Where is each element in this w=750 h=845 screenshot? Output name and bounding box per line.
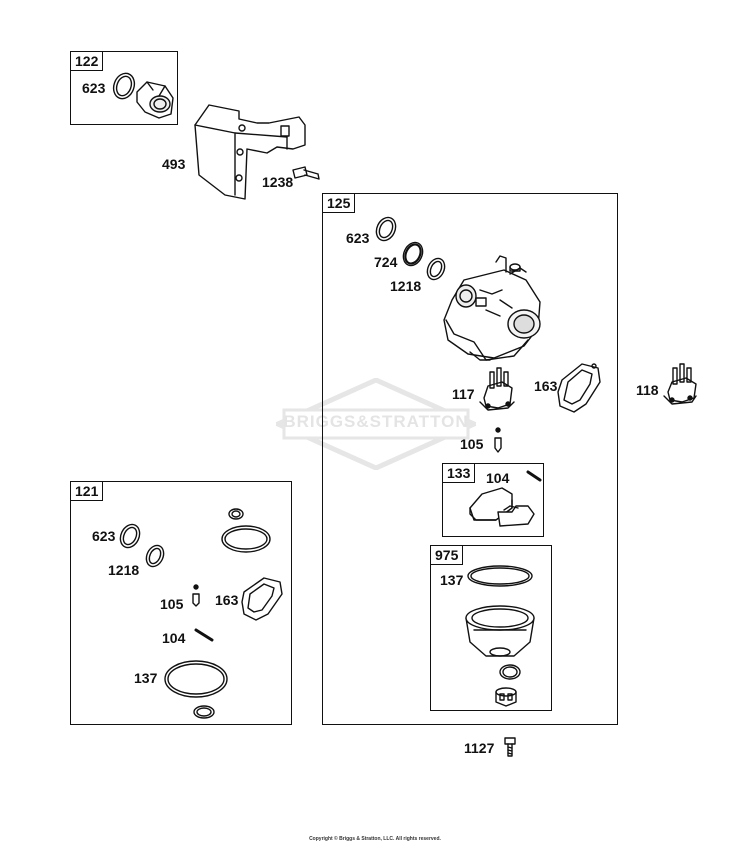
spacer-ring-icon [402, 241, 424, 267]
part-label-1238: 1238 [262, 174, 294, 190]
part-label-104: 104 [486, 470, 510, 486]
part-label-163: 163 [534, 378, 558, 394]
kit-box-121: 121 [70, 481, 292, 725]
part-label-623: 623 [346, 230, 370, 246]
part-label-104: 104 [162, 630, 186, 646]
part-label-137: 137 [440, 572, 464, 588]
kit-box-125: 125 [322, 193, 618, 725]
watermark-logo: BRIGGS&STRATTON [271, 377, 481, 471]
float-icon [469, 487, 535, 527]
kit-number-tag: 122 [70, 51, 104, 71]
bowl-o-ring-icon [467, 565, 533, 587]
gasket-ring-icon [145, 544, 165, 568]
gasket-ring-icon [426, 257, 446, 281]
kit-number-tag: 133 [442, 463, 476, 483]
pin-icon [526, 470, 542, 482]
o-ring-icon [119, 523, 141, 549]
intake-elbow-icon [136, 81, 174, 119]
kit-number-tag: 125 [322, 193, 356, 213]
kit-box-975: 975 [430, 545, 552, 711]
part-label-623: 623 [82, 80, 106, 96]
bowl-o-ring-icon [221, 525, 271, 553]
plug-icon [509, 263, 521, 272]
fuel-inlet-icon [479, 367, 515, 411]
part-label-1218: 1218 [390, 278, 422, 294]
part-label-105: 105 [160, 596, 184, 612]
part-label-105: 105 [460, 436, 484, 452]
fuel-inlet-icon [663, 363, 697, 405]
copyright-notice: Copyright © Briggs & Stratton, LLC. All … [309, 836, 441, 842]
carburetor-bracket-icon [194, 104, 306, 200]
flange-gasket-icon [557, 363, 601, 413]
part-label-1127: 1127 [464, 740, 495, 756]
part-label-163: 163 [215, 592, 239, 608]
flange-gasket-icon [241, 577, 283, 621]
kit-number-tag: 975 [430, 545, 464, 565]
bolt-icon [292, 166, 320, 180]
main-jet-icon [495, 687, 517, 707]
bowl-gasket-icon [193, 705, 215, 719]
kit-box-122: 122 [70, 51, 178, 125]
part-label-724: 724 [374, 254, 398, 270]
bowl-screw-icon [504, 737, 516, 757]
part-label-117: 117 [452, 386, 475, 402]
part-label-118: 118 [636, 382, 659, 398]
part-label-137: 137 [134, 670, 158, 686]
bowl-gasket-icon [499, 664, 521, 680]
o-ring-icon [112, 72, 136, 100]
needle-valve-icon [494, 427, 502, 453]
part-label-493: 493 [162, 156, 186, 172]
o-ring-icon [375, 216, 397, 242]
float-bowl-icon [465, 605, 535, 657]
carburetor-icon [443, 255, 541, 361]
watermark-text: BRIGGS&STRATTON [283, 412, 469, 431]
needle-valve-icon [192, 584, 200, 607]
part-label-623: 623 [92, 528, 116, 544]
pin-icon [194, 628, 214, 642]
watermark-diamond-icon [271, 377, 481, 471]
kit-box-133: 133 [442, 463, 544, 537]
small-o-ring-icon [228, 508, 244, 520]
kit-number-tag: 121 [70, 481, 104, 501]
bowl-o-ring-icon [164, 660, 228, 698]
part-label-1218: 1218 [108, 562, 140, 578]
